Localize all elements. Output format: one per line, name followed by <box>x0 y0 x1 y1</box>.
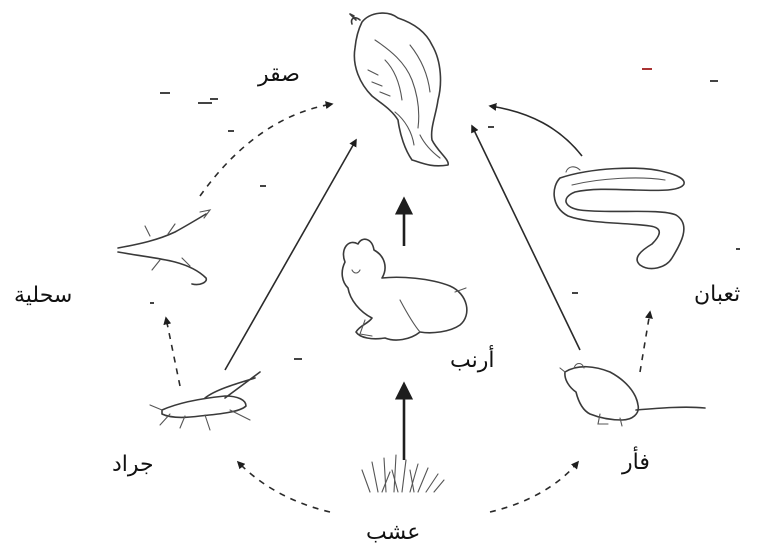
mouse-illustration <box>560 364 705 427</box>
label-rabbit: أرنب <box>450 350 494 372</box>
label-lizard: سحلية <box>14 285 72 307</box>
snake-illustration <box>554 167 684 269</box>
arrow-grass-to-mouse <box>490 462 578 512</box>
label-mouse: فأر <box>622 452 650 474</box>
arrow-lizard-to-hawk <box>200 104 332 196</box>
food-web-arrows <box>166 104 650 512</box>
arrow-grass-to-locust <box>238 462 330 512</box>
locust-illustration <box>150 372 260 430</box>
arrow-locust-to-lizard <box>166 318 180 386</box>
label-hawk: صقر <box>258 64 300 86</box>
label-grass: عشب <box>366 522 420 544</box>
rabbit-illustration <box>342 239 467 340</box>
label-snake: ثعبان <box>694 284 740 306</box>
lizard-illustration <box>118 210 210 285</box>
arrow-snake-to-hawk <box>490 106 582 156</box>
background-specks <box>150 68 740 360</box>
arrow-locust-to-hawk <box>225 140 356 370</box>
arrow-mouse-to-hawk <box>472 126 580 350</box>
arrow-mouse-to-snake <box>640 312 650 372</box>
hawk-illustration <box>350 13 448 166</box>
label-locust: جراد <box>112 454 154 476</box>
grass-illustration <box>362 455 444 492</box>
